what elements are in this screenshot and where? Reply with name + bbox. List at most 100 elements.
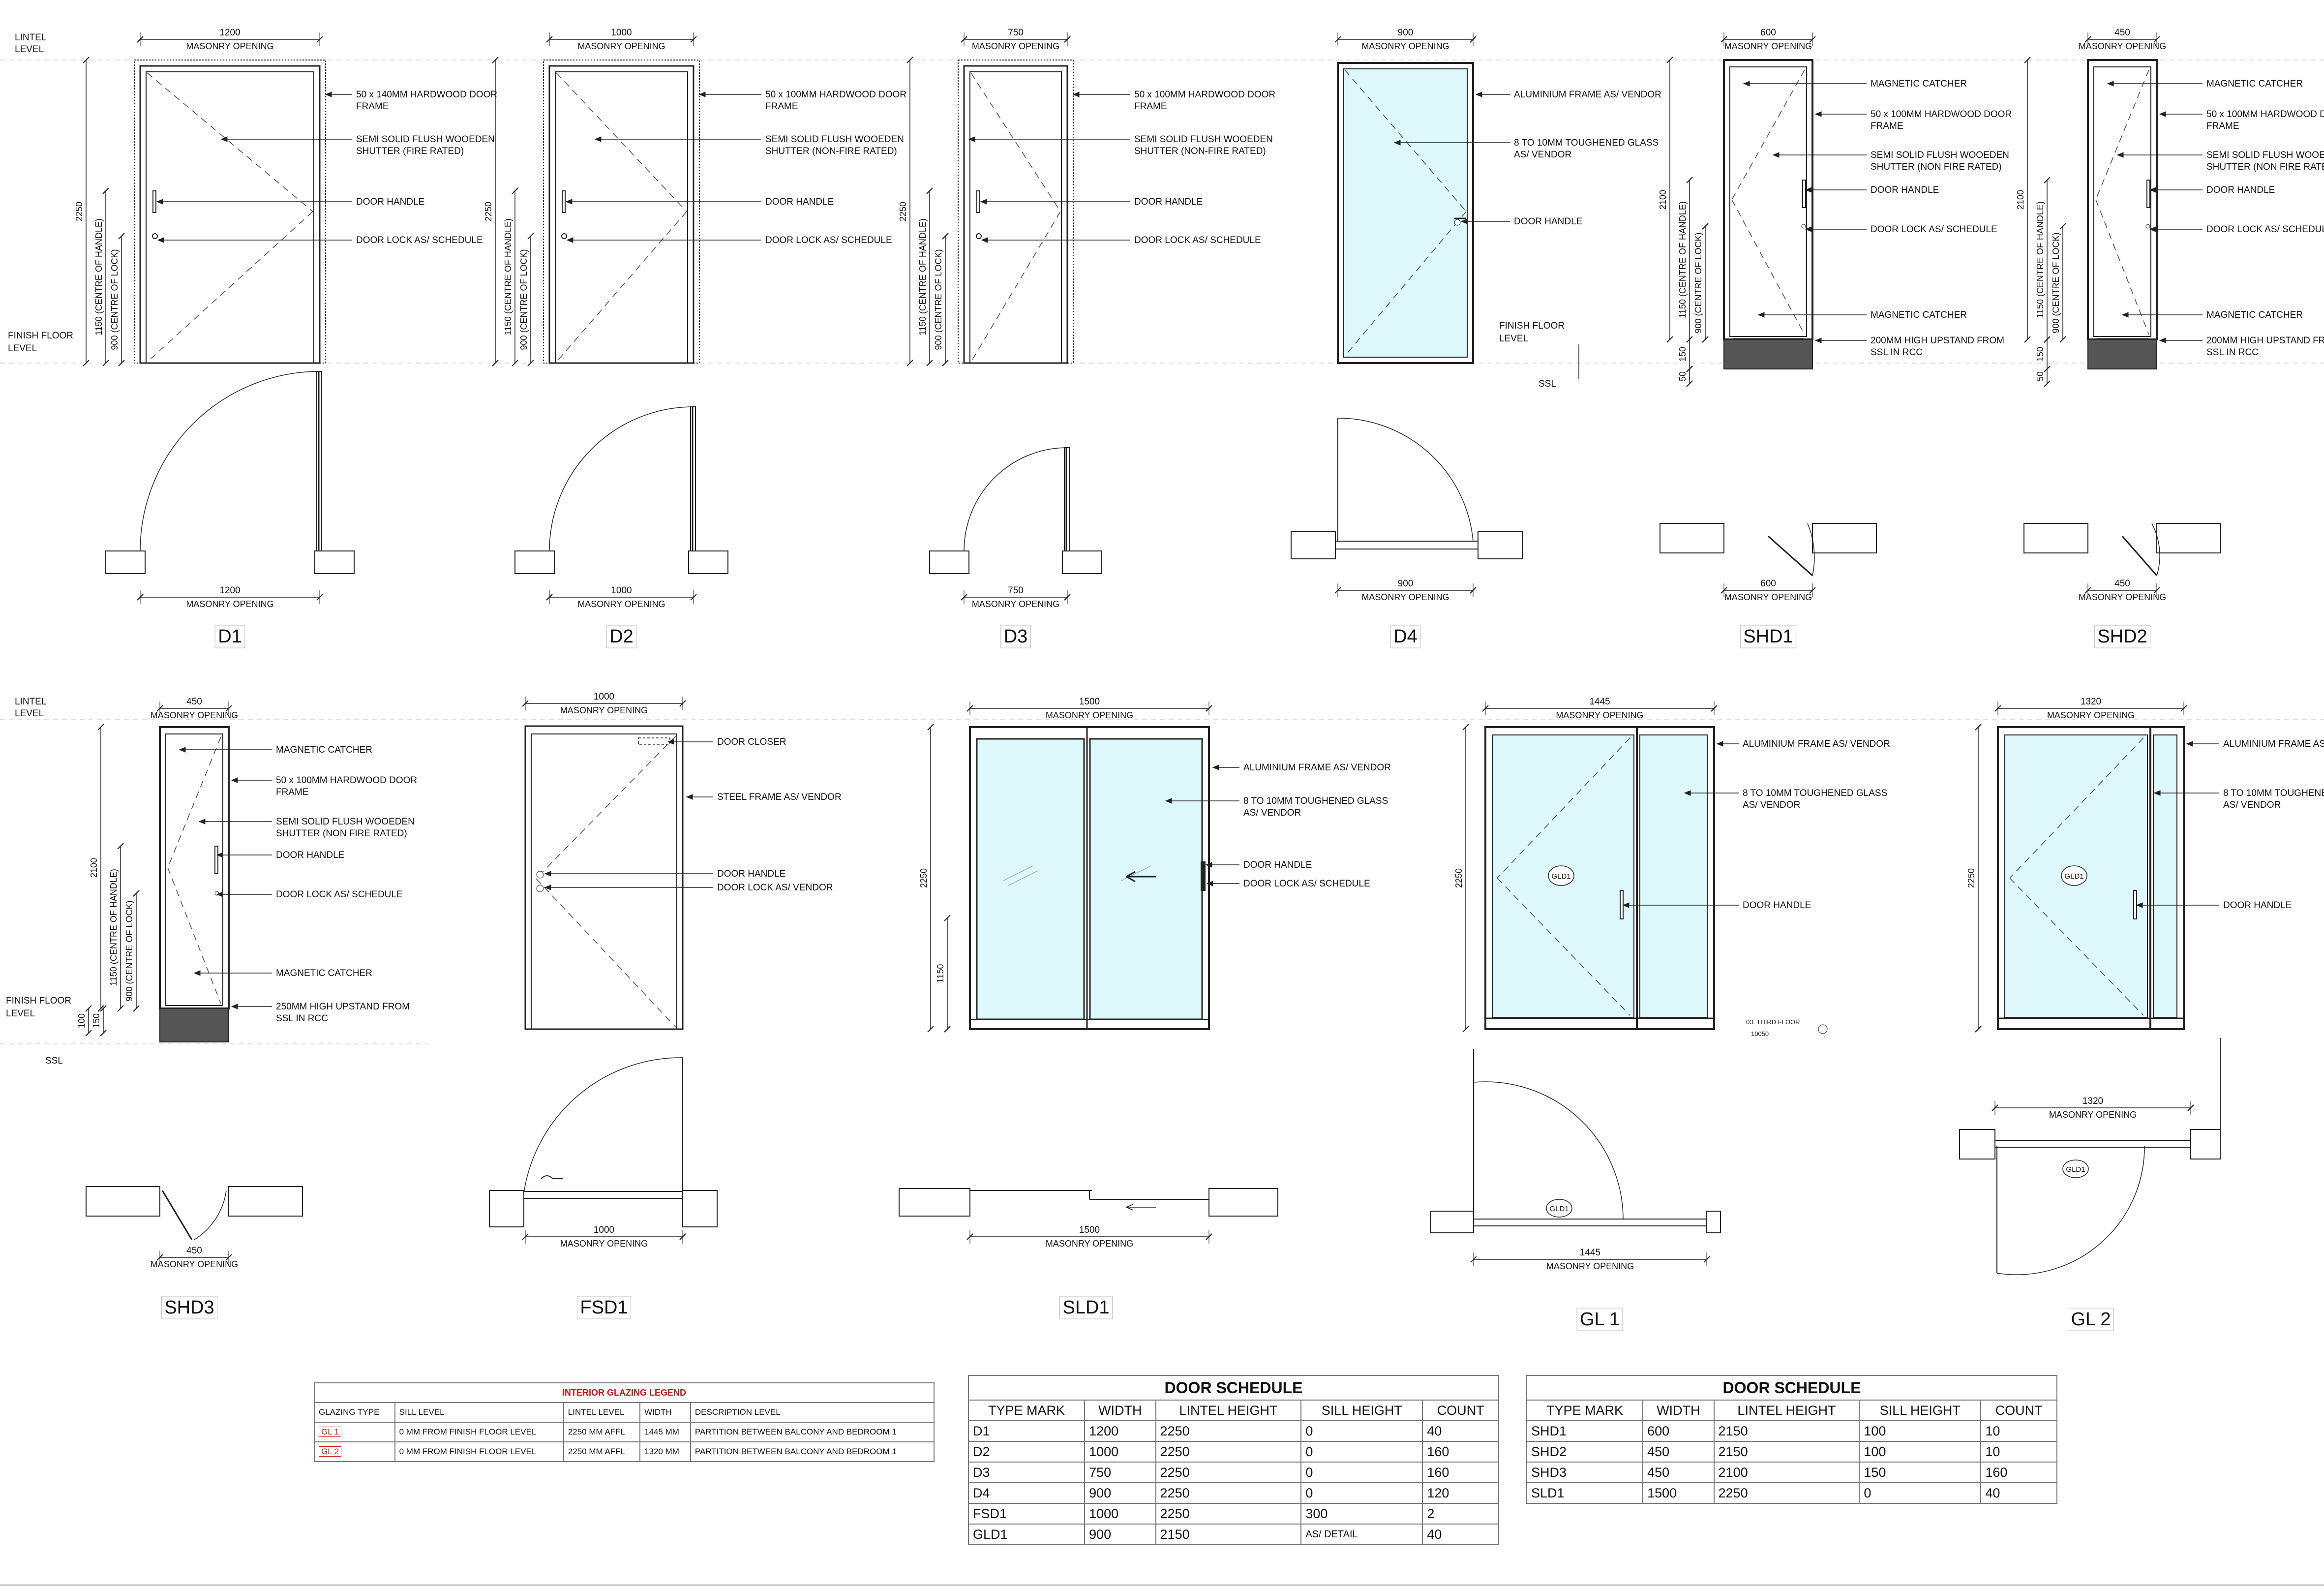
schedule-header: SILL HEIGHT — [1300, 1400, 1423, 1421]
dashed-hinge-line — [147, 211, 313, 363]
leader-arrow — [1814, 111, 1822, 117]
door-mark: SHD1 — [1740, 625, 1797, 648]
legend-cell: 0 MM FROM FINISH FLOOR LEVEL — [394, 1441, 564, 1462]
wall-section — [1959, 1129, 1995, 1160]
dimension-text: 900 (CENTRE OF LOCK) — [124, 900, 134, 1001]
glazing-tag-bubble — [2062, 1160, 2089, 1178]
door-mark-label: FSD1 — [580, 1297, 628, 1318]
dimension-tick — [906, 360, 913, 366]
dimension-text: 900 (CENTRE OF LOCK) — [519, 249, 529, 350]
dimension-text: 150 — [1678, 347, 1688, 362]
schedule-cell: D4 — [967, 1482, 1086, 1504]
legend-header: WIDTH — [639, 1402, 691, 1423]
masonry-opening-label: MASONRY OPENING — [1361, 592, 1449, 602]
door-mark-label: SLD1 — [1062, 1297, 1109, 1318]
note-label: MAGNETIC CATCHER — [1871, 310, 1967, 320]
dimension-value: 600 — [1760, 579, 1776, 589]
glazing-tag: GLD1 — [1551, 872, 1570, 881]
schedule-cell: 2250 — [1713, 1482, 1860, 1504]
door-frame-outline — [543, 60, 700, 364]
dimension-tick — [926, 187, 933, 194]
door-mark: SHD3 — [161, 1296, 218, 1319]
schedule-header: TYPE MARK — [1526, 1400, 1644, 1421]
leader-arrow — [1772, 152, 1780, 158]
masonry-opening-label: MASONRY OPENING — [972, 41, 1059, 51]
schedule-cell: 750 — [1084, 1462, 1156, 1483]
dimension-tick — [85, 1030, 92, 1037]
masonry-opening-label: MASONRY OPENING — [1724, 41, 1812, 51]
leader-arrow — [1206, 881, 1213, 886]
note-label: DOOR HANDLE — [765, 197, 834, 207]
door-shutter — [531, 733, 677, 1030]
schedule-cell: 160 — [1422, 1441, 1499, 1463]
legend-cell: PARTITION BETWEEN BALCONY AND BEDROOM 1 — [690, 1422, 935, 1442]
dimension-tick — [1666, 57, 1673, 63]
dimension-text: 1150 (CENTRE OF HANDLE) — [1678, 201, 1688, 318]
dimension-value: 1320 — [2081, 697, 2101, 707]
leader-arrow — [968, 136, 975, 142]
dashed-hinge-line — [556, 211, 687, 363]
door-mark-box — [161, 1296, 218, 1319]
dimension-tick — [926, 360, 933, 366]
note-label: MAGNETIC CATCHER — [276, 745, 372, 755]
glass-panel — [1639, 734, 1708, 1018]
dimension-tick — [102, 360, 109, 366]
masonry-opening-label: MASONRY OPENING — [151, 710, 238, 720]
slide-direction-arrow — [1126, 871, 1156, 883]
wall-section — [1660, 523, 1724, 553]
dimension-value: 1200 — [219, 585, 240, 596]
schedule-cell: 1500 — [1642, 1482, 1715, 1504]
door-mark: GL 2 — [2068, 1308, 2114, 1331]
schedule-cell: 600 — [1642, 1420, 1715, 1442]
finish-floor-label: FINISH FLOOR — [8, 331, 73, 341]
dimension-tick — [1462, 724, 1469, 731]
dimension-tick — [2044, 366, 2051, 372]
dimension-value: 1000 — [594, 692, 614, 702]
dimension-text: 2100 — [1658, 190, 1668, 210]
note-label: DOOR LOCK AS/ SCHEDULE — [356, 235, 483, 245]
dimension-tick — [944, 915, 951, 921]
schedule-cell: 2150 — [1155, 1524, 1302, 1545]
handle-plan — [541, 1175, 563, 1179]
dimension-tick — [1702, 223, 1709, 230]
schedule-header: COUNT — [1980, 1400, 2057, 1421]
door-mark: D1 — [214, 625, 245, 648]
leader-arrow — [156, 199, 163, 205]
schedule-title: DOOR SCHEDULE — [968, 1375, 1499, 1401]
leader-arrow — [2149, 226, 2156, 232]
leader-arrow — [193, 970, 201, 976]
door-lock — [536, 885, 544, 892]
door-swing-arc — [2151, 523, 2160, 576]
door-shutter — [165, 733, 223, 1006]
finish-floor-label: FINISH FLOOR — [1499, 321, 1565, 331]
wall-section — [105, 550, 146, 574]
leader-arrow — [1072, 92, 1080, 97]
schedule-cell: 2250 — [1155, 1441, 1302, 1463]
dimension-value: 450 — [186, 697, 202, 707]
door-frame-outline — [958, 60, 1074, 364]
door-mark: D4 — [1390, 625, 1421, 648]
schedule-cell: 100 — [1859, 1441, 1982, 1463]
dimension-text: 2100 — [89, 858, 99, 878]
masonry-opening-label: MASONRY OPENING — [972, 599, 1059, 609]
masonry-opening-label: MASONRY OPENING — [1046, 710, 1133, 720]
wall-section — [2023, 523, 2088, 553]
door-mark-label: GL 2 — [2071, 1309, 2111, 1330]
dimension-value: 600 — [1760, 28, 1776, 38]
door-mark-box — [1390, 625, 1421, 648]
legend-cell: 1320 MM — [639, 1441, 691, 1462]
schedule-cell: 900 — [1084, 1524, 1156, 1545]
door-swing-arc — [1996, 1146, 2145, 1275]
note-label: ALUMINIUM FRAME AS/ VENDOR — [2223, 739, 2324, 749]
dimension-tick — [2059, 336, 2066, 343]
glazing-tag-bubble — [1546, 1199, 1572, 1218]
legend-title: INTERIOR GLAZING LEGEND — [314, 1382, 935, 1403]
wall-section — [1291, 531, 1336, 559]
